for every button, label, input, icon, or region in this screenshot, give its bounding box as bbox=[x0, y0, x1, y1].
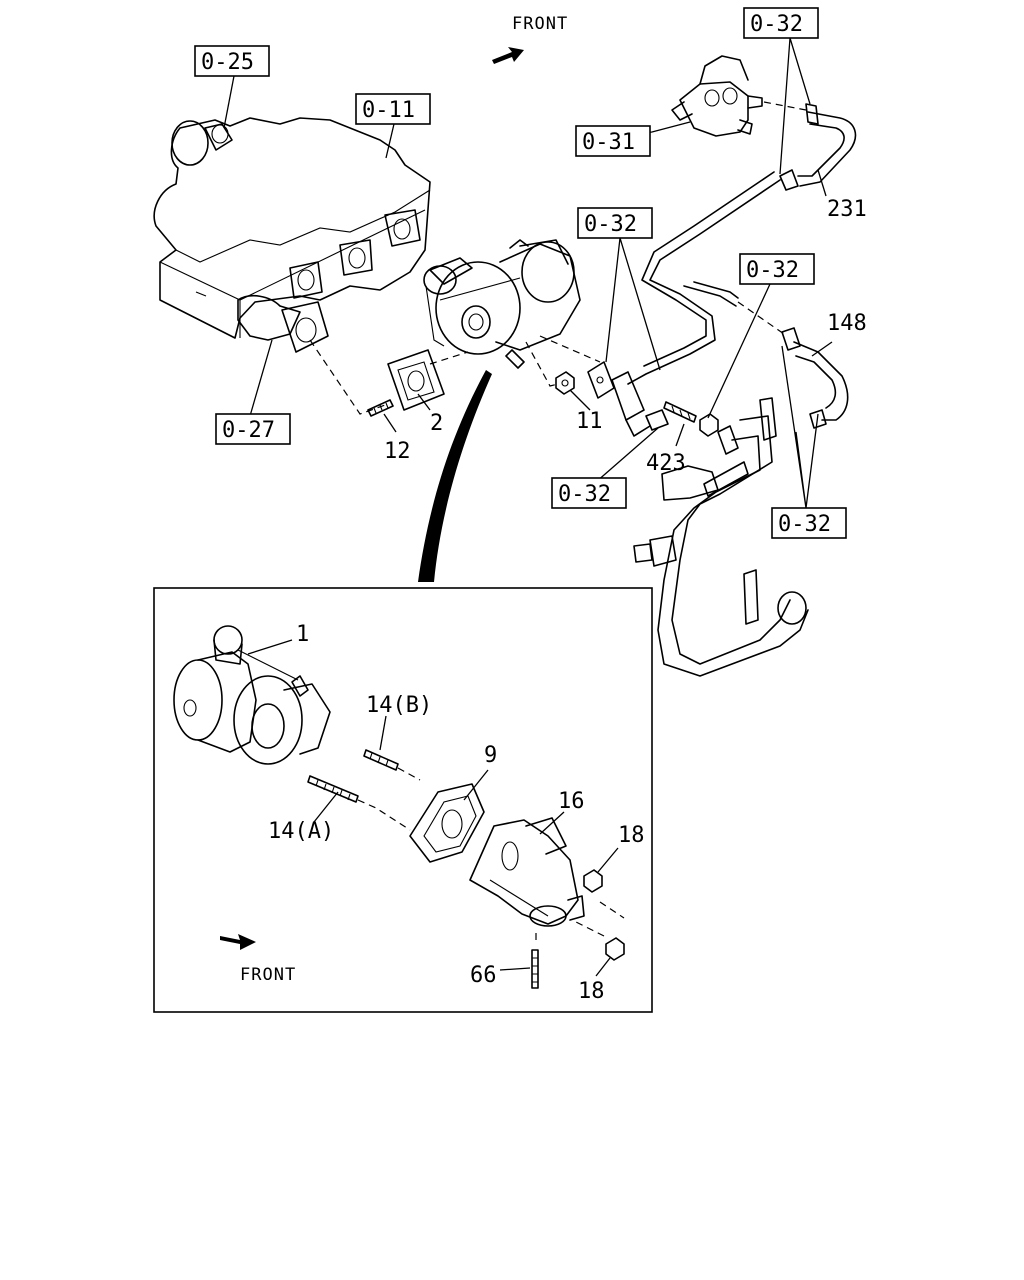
stud-detail-dash-lines bbox=[357, 767, 421, 831]
ref-box-032-bottom[interactable] bbox=[551, 477, 627, 509]
ref-box-032-top[interactable] bbox=[743, 7, 819, 39]
nut-part-18-upper bbox=[583, 869, 603, 893]
ref-032-bottom-label: 0-32 bbox=[558, 482, 611, 507]
stud-part-14a bbox=[307, 775, 359, 803]
union-bolt bbox=[645, 409, 669, 431]
part-66-label: 66 bbox=[470, 963, 497, 988]
front-arrow-icon bbox=[492, 47, 524, 64]
detail-fastener-dash-lines bbox=[535, 901, 625, 940]
stud-part-66 bbox=[531, 949, 539, 989]
front-label-detail: FRONT bbox=[240, 965, 296, 985]
flange-dash-line bbox=[539, 335, 601, 363]
nut-part-18-lower bbox=[605, 937, 625, 961]
gasket-part-9 bbox=[409, 783, 485, 863]
hose148-dash-line bbox=[737, 301, 785, 335]
ref-box-011[interactable] bbox=[355, 93, 431, 125]
ref-032-lower-right-label: 0-32 bbox=[778, 512, 831, 537]
ref-box-032-right[interactable] bbox=[739, 253, 815, 285]
ref-032-center-label: 0-32 bbox=[584, 212, 637, 237]
part-423-label: 423 bbox=[646, 451, 686, 476]
ref-032-top-label: 0-32 bbox=[750, 12, 803, 37]
ref-027-label: 0-27 bbox=[222, 418, 275, 443]
detail-view-frame bbox=[153, 587, 653, 1013]
ref-box-032-lower-right[interactable] bbox=[771, 507, 847, 539]
front-arrow-icon-detail bbox=[220, 934, 256, 950]
ref-box-025[interactable] bbox=[194, 45, 270, 77]
part-231-label: 231 bbox=[827, 197, 867, 222]
stud-dash-line bbox=[309, 339, 389, 415]
elbow-part-16 bbox=[469, 817, 585, 927]
nut-dash-line bbox=[525, 341, 559, 387]
oil-feed-pipe bbox=[627, 179, 781, 385]
gasket-part-2 bbox=[387, 349, 445, 411]
ref-011-label: 0-11 bbox=[362, 98, 415, 123]
turbocharger-main bbox=[423, 239, 581, 369]
ref-box-032-center[interactable] bbox=[577, 207, 653, 239]
part-18-upper-label: 18 bbox=[618, 823, 645, 848]
oil-return-pipe-edge bbox=[693, 281, 739, 299]
part-11-label: 11 bbox=[576, 409, 603, 434]
stud-part-14b bbox=[363, 749, 399, 771]
ref-032-right-label: 0-32 bbox=[746, 258, 799, 283]
water-pipe-assembly bbox=[633, 397, 809, 677]
detail-leader-lines bbox=[247, 639, 619, 977]
oil-pipe-flange bbox=[587, 361, 651, 437]
stud-part-12 bbox=[367, 399, 394, 417]
hose-part-148 bbox=[781, 327, 849, 429]
part-2-label: 2 bbox=[430, 411, 443, 436]
part-12-label: 12 bbox=[384, 439, 411, 464]
detail-callout-wedge bbox=[418, 370, 492, 582]
part-9-label: 9 bbox=[484, 743, 497, 768]
oil-return-pipe bbox=[683, 285, 737, 307]
front-label-top: FRONT bbox=[512, 14, 568, 34]
nut-part-11 bbox=[555, 371, 575, 395]
detail-turbocharger-part-1 bbox=[173, 625, 331, 765]
ref-box-031[interactable] bbox=[575, 125, 651, 157]
hose-part-231 bbox=[779, 103, 857, 191]
gasket-dash-line bbox=[429, 351, 469, 365]
part-1-label: 1 bbox=[296, 622, 309, 647]
part-16-label: 16 bbox=[558, 789, 585, 814]
ref-box-027[interactable] bbox=[215, 413, 291, 445]
ref-031-label: 0-31 bbox=[582, 130, 635, 155]
bolt-part-423 bbox=[663, 401, 697, 423]
water-outlet-housing bbox=[671, 55, 763, 137]
oil-feed-pipe-edge bbox=[641, 171, 775, 367]
ref-025-label: 0-25 bbox=[201, 50, 254, 75]
part-14b-label: 14(B) bbox=[366, 693, 432, 718]
part-14a-label: 14(A) bbox=[268, 819, 334, 844]
part-18-lower-label: 18 bbox=[578, 979, 605, 1004]
engine-block bbox=[153, 117, 431, 353]
part-148-label: 148 bbox=[827, 311, 867, 336]
